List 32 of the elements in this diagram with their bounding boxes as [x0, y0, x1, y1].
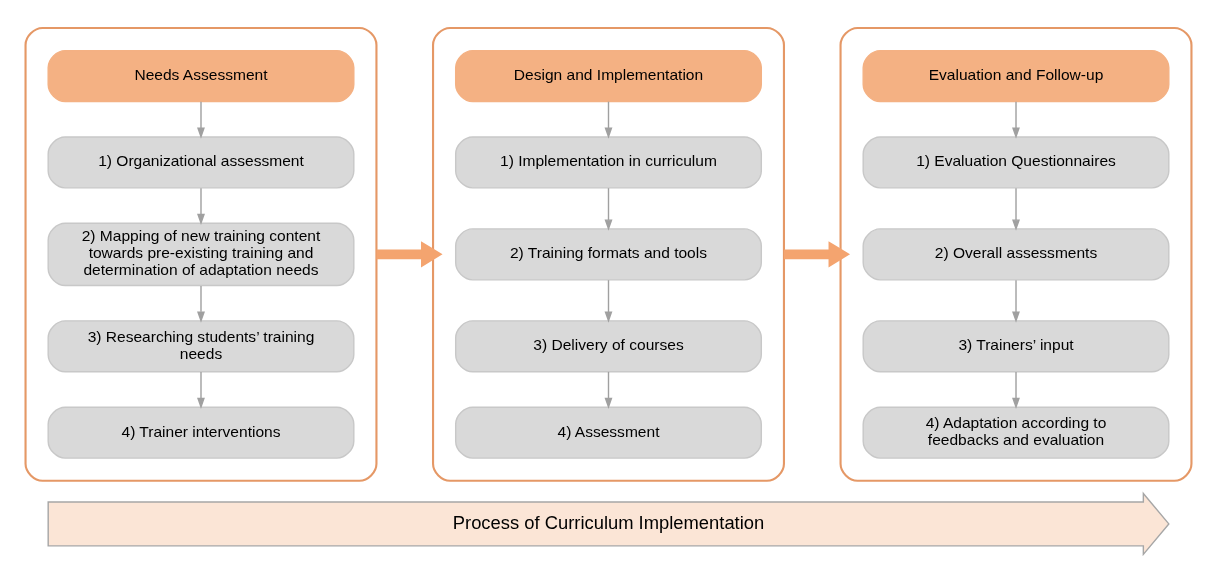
node-box: Evaluation and Follow-up [862, 49, 1170, 102]
node-box: 3) Trainers’ input [862, 319, 1170, 372]
cluster [839, 26, 1193, 482]
arrow [604, 278, 613, 323]
node-box: 4) Trainer interventions [47, 406, 355, 459]
node-box: 2) Mapping of new training content towards pre-existing training and determination of adaptation needs [47, 222, 355, 286]
arrow [1012, 186, 1020, 231]
node-box: 3) Researching students’ training needs [47, 319, 355, 372]
arrow [604, 186, 613, 231]
arrow [197, 186, 205, 225]
node-box: 4) Adaptation according to feedbacks and evaluation [862, 406, 1170, 459]
node-box: 3) Delivery of courses [455, 319, 762, 372]
node-box: 1) Evaluation Questionnaires [862, 135, 1170, 189]
cluster [24, 26, 378, 482]
node-box: 4) Assessment [455, 406, 762, 459]
node-box: 1) Implementation in curriculum [455, 135, 762, 189]
arrow [604, 100, 613, 139]
node-box: 1) Organizational assessment [47, 135, 355, 189]
arrow [783, 240, 851, 268]
cluster [432, 26, 785, 482]
node-box: Design and Implementation [455, 49, 762, 102]
arrow [1012, 370, 1020, 409]
arrow [604, 370, 613, 409]
arrow [1012, 100, 1020, 139]
arrow [376, 240, 443, 268]
arrow [197, 100, 205, 139]
arrow [197, 370, 205, 409]
arrow [197, 284, 205, 323]
node-box: 2) Overall assessments [862, 227, 1170, 281]
node-box: Needs Assessment [47, 49, 355, 102]
arrow [1012, 278, 1020, 323]
node-box: 2) Training formats and tools [455, 227, 762, 281]
